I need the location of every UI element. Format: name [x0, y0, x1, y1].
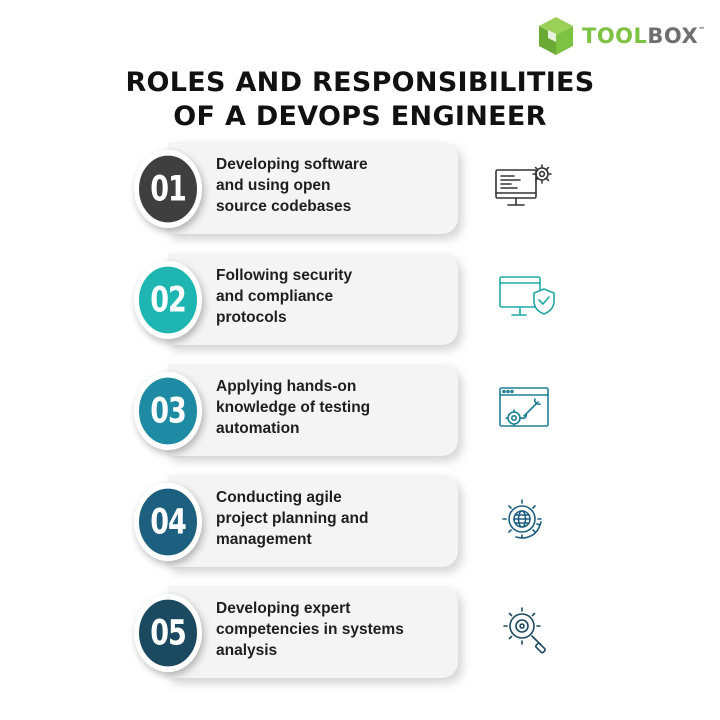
- brand-wordmark: TOOLBOX™: [582, 24, 706, 48]
- list-item-1: Developing software and using open sourc…: [134, 142, 574, 238]
- item-text-line: Following security: [216, 267, 353, 284]
- item-text: Following security and compliance protoc…: [216, 265, 446, 328]
- item-card: Conducting agile project planning and ma…: [168, 475, 458, 567]
- item-text-line: Applying hands-on: [216, 378, 357, 395]
- item-number-badge: 04: [134, 482, 202, 562]
- item-text-line: Developing software: [216, 156, 368, 173]
- list-item-2: Following security and compliance protoc…: [134, 253, 574, 349]
- item-text-line: automation: [216, 420, 300, 437]
- item-text: Applying hands-on knowledge of testing a…: [216, 376, 446, 439]
- item-text-line: and using open: [216, 177, 331, 194]
- gear-globe-cycle-icon: [492, 491, 558, 551]
- browser-wrench-gear-icon: [492, 380, 558, 440]
- item-text-line: competencies in systems: [216, 621, 404, 638]
- item-text-line: source codebases: [216, 198, 352, 215]
- item-text: Conducting agile project planning and ma…: [216, 487, 446, 550]
- title-line-1: ROLES AND RESPONSIBILITIES: [125, 67, 595, 98]
- item-text: Developing expert competencies in system…: [216, 598, 446, 661]
- cube-logo-icon: [539, 17, 573, 55]
- item-card: Following security and compliance protoc…: [168, 253, 458, 345]
- item-card: Developing software and using open sourc…: [168, 142, 458, 234]
- toolbox-logo: TOOLBOX™: [536, 14, 706, 58]
- item-text-line: project planning and: [216, 510, 369, 527]
- item-text-line: Conducting agile: [216, 489, 342, 506]
- brand-trademark: ™: [698, 26, 706, 34]
- item-number-badge: 05: [134, 593, 202, 673]
- page-title: ROLES AND RESPONSIBILITIES OF A DEVOPS E…: [0, 66, 720, 134]
- brand-name-part1: TOOL: [582, 24, 648, 48]
- item-number-badge: 03: [134, 371, 202, 451]
- list-item-3: Applying hands-on knowledge of testing a…: [134, 364, 574, 460]
- list-item-4: Conducting agile project planning and ma…: [134, 475, 574, 571]
- item-text-line: protocols: [216, 309, 287, 326]
- item-text: Developing software and using open sourc…: [216, 154, 446, 217]
- gear-magnifier-icon: [492, 602, 558, 662]
- monitor-code-gear-icon: [492, 158, 558, 218]
- monitor-shield-icon: [492, 269, 558, 329]
- item-text-line: analysis: [216, 642, 278, 659]
- item-text-line: and compliance: [216, 288, 334, 305]
- item-card: Developing expert competencies in system…: [168, 586, 458, 678]
- item-number-badge: 01: [134, 149, 202, 229]
- item-text-line: Developing expert: [216, 600, 351, 617]
- item-number-badge: 02: [134, 260, 202, 340]
- title-line-2: OF A DEVOPS ENGINEER: [173, 101, 547, 132]
- item-card: Applying hands-on knowledge of testing a…: [168, 364, 458, 456]
- brand-name-part2: BOX: [647, 24, 699, 48]
- item-text-line: management: [216, 531, 312, 548]
- list-item-5: Developing expert competencies in system…: [134, 586, 574, 682]
- item-text-line: knowledge of testing: [216, 399, 371, 416]
